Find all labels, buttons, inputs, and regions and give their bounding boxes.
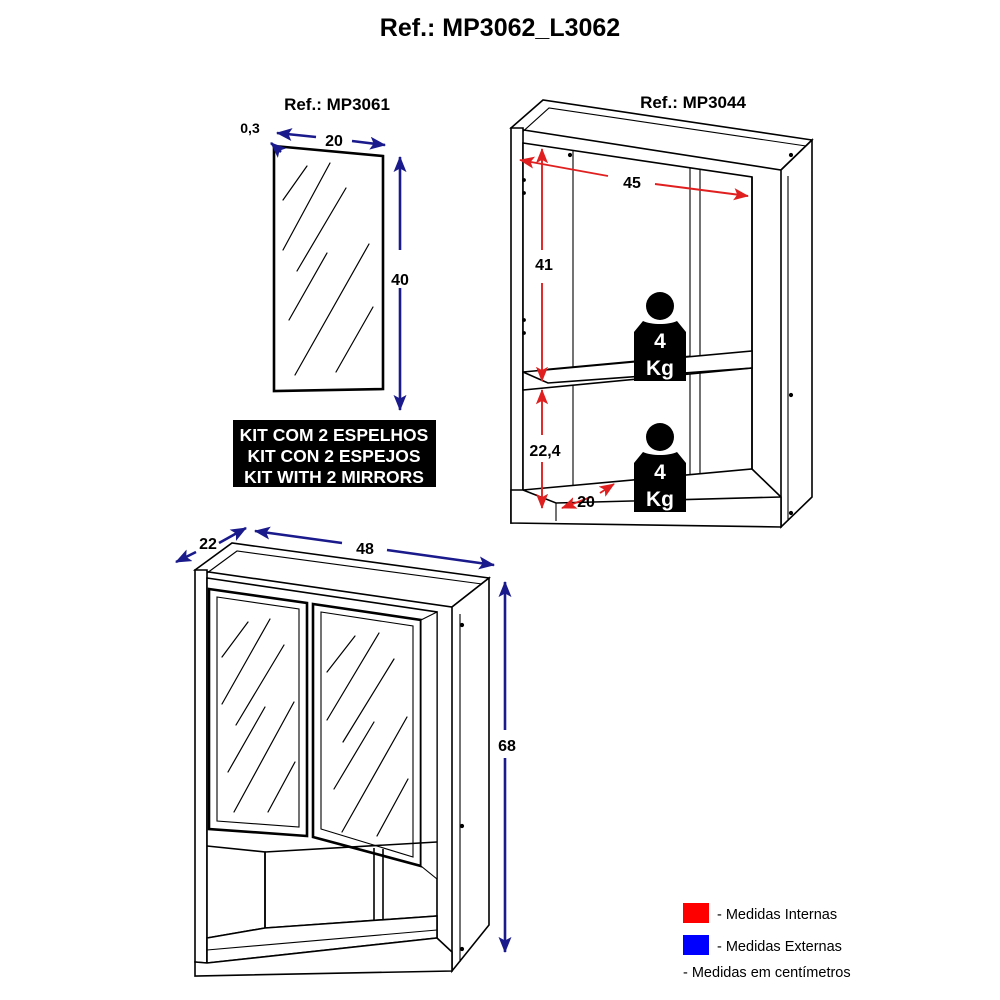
open-shelf-back-top	[264, 841, 438, 853]
assembly-top-panel-edge	[202, 550, 483, 585]
door-left-mirror-panel	[216, 596, 300, 828]
carcass-left-panel	[510, 127, 524, 524]
carcass-ref-label: Ref.: MP3044	[640, 93, 746, 112]
weight-body-icon	[634, 321, 686, 381]
dowel-hole	[788, 392, 794, 398]
carcass-inner-width-value: 45	[623, 175, 641, 192]
dowel-hole	[459, 622, 465, 628]
assembly-depth-dimension: 22	[175, 526, 247, 564]
legend-units-note: - Medidas em centímetros	[683, 965, 851, 981]
assembly-width-value: 48	[356, 541, 374, 558]
carcass-lower-height-dimension: 22,4	[529, 389, 561, 509]
dowel-hole	[522, 318, 526, 322]
carcass-inner-width-dimension: 45	[519, 156, 749, 201]
legend-group: - Medidas Internas - Medidas Externas - …	[683, 903, 851, 981]
load-capacity-icon-upper: 4 Kg	[634, 292, 686, 381]
assembly-dowel-holes	[459, 622, 465, 952]
assembly-open-shelf	[206, 841, 438, 964]
carcass-right-panel	[780, 138, 813, 529]
legend-swatch-internal	[683, 903, 709, 923]
assembly-height-value: 68	[498, 738, 516, 755]
dowel-hole	[788, 510, 794, 516]
load-capacity-upper-unit: Kg	[646, 357, 674, 380]
load-capacity-upper-value: 4	[654, 330, 666, 353]
legend-label-external: - Medidas Externas	[717, 939, 842, 955]
weight-handle-icon	[646, 423, 674, 451]
load-capacity-icon-lower: 4 Kg	[634, 423, 686, 512]
carcass-upper-height-dimension: 41	[535, 148, 553, 382]
legend-label-internal: - Medidas Internas	[717, 907, 837, 923]
dowel-hole	[459, 946, 465, 952]
dowel-hole	[522, 191, 526, 195]
assembly-bottom-panel	[194, 937, 453, 977]
assembly-left-panel	[194, 569, 208, 964]
page-title: Ref.: MP3062_L3062	[380, 14, 620, 42]
carcass-part-group: Ref.: MP3044	[509, 93, 814, 529]
mirror-ref-label: Ref.: MP3061	[284, 95, 390, 114]
dowel-hole	[522, 331, 526, 335]
carcass-lower-height-value: 22,4	[529, 443, 560, 460]
door-right-reflection-lines	[326, 632, 409, 837]
assembly-part-group: 22 48 68	[175, 526, 516, 977]
mirror-reflection-lines	[282, 162, 374, 376]
mirror-width-dimension: 20	[275, 128, 387, 150]
dowel-hole	[522, 178, 526, 182]
mirror-height-dimension: 40	[391, 155, 409, 412]
assembly-width-dimension: 48	[253, 526, 496, 570]
kit-note-box: KIT COM 2 ESPELHOS KIT CON 2 ESPEJOS KIT…	[233, 420, 436, 487]
load-capacity-lower-value: 4	[654, 461, 666, 484]
carcass-upper-height-value: 41	[535, 257, 553, 274]
open-shelf-floor-edge	[206, 929, 438, 951]
mirror-panel	[272, 144, 385, 393]
carcass-top-panel-edge	[518, 107, 807, 147]
weight-handle-icon	[646, 292, 674, 320]
mirror-thickness-value: 0,3	[240, 120, 260, 136]
assembly-door-left[interactable]	[207, 587, 309, 838]
kit-note-background	[233, 420, 436, 487]
kit-note-line-3: KIT WITH 2 MIRRORS	[244, 467, 424, 487]
carcass-depth-dimension: 20	[561, 483, 615, 511]
carcass-depth-value: 20	[577, 494, 595, 511]
dowel-hole	[459, 823, 465, 829]
legend-swatch-external	[683, 935, 709, 955]
door-right-thickness-edge	[420, 611, 438, 881]
assembly-right-panel	[451, 576, 490, 974]
door-left-reflection-lines	[221, 618, 296, 813]
mirror-part-group: Ref.: MP3061 0,3 20 40	[233, 95, 436, 487]
mirror-height-value: 40	[391, 272, 409, 289]
kit-note-line-2: KIT CON 2 ESPEJOS	[247, 446, 420, 466]
carcass-dowel-holes	[522, 152, 794, 516]
assembly-depth-value: 22	[199, 536, 217, 553]
assembly-height-dimension: 68	[498, 580, 516, 954]
mirror-thickness-dimension: 0,3	[240, 120, 287, 158]
kit-note-line-1: KIT COM 2 ESPELHOS	[240, 425, 429, 445]
mirror-width-value: 20	[325, 133, 343, 150]
dowel-hole	[788, 152, 794, 158]
weight-body-icon	[634, 452, 686, 512]
assembly-door-right[interactable]	[311, 602, 438, 881]
dowel-hole	[567, 152, 573, 158]
load-capacity-lower-unit: Kg	[646, 488, 674, 511]
